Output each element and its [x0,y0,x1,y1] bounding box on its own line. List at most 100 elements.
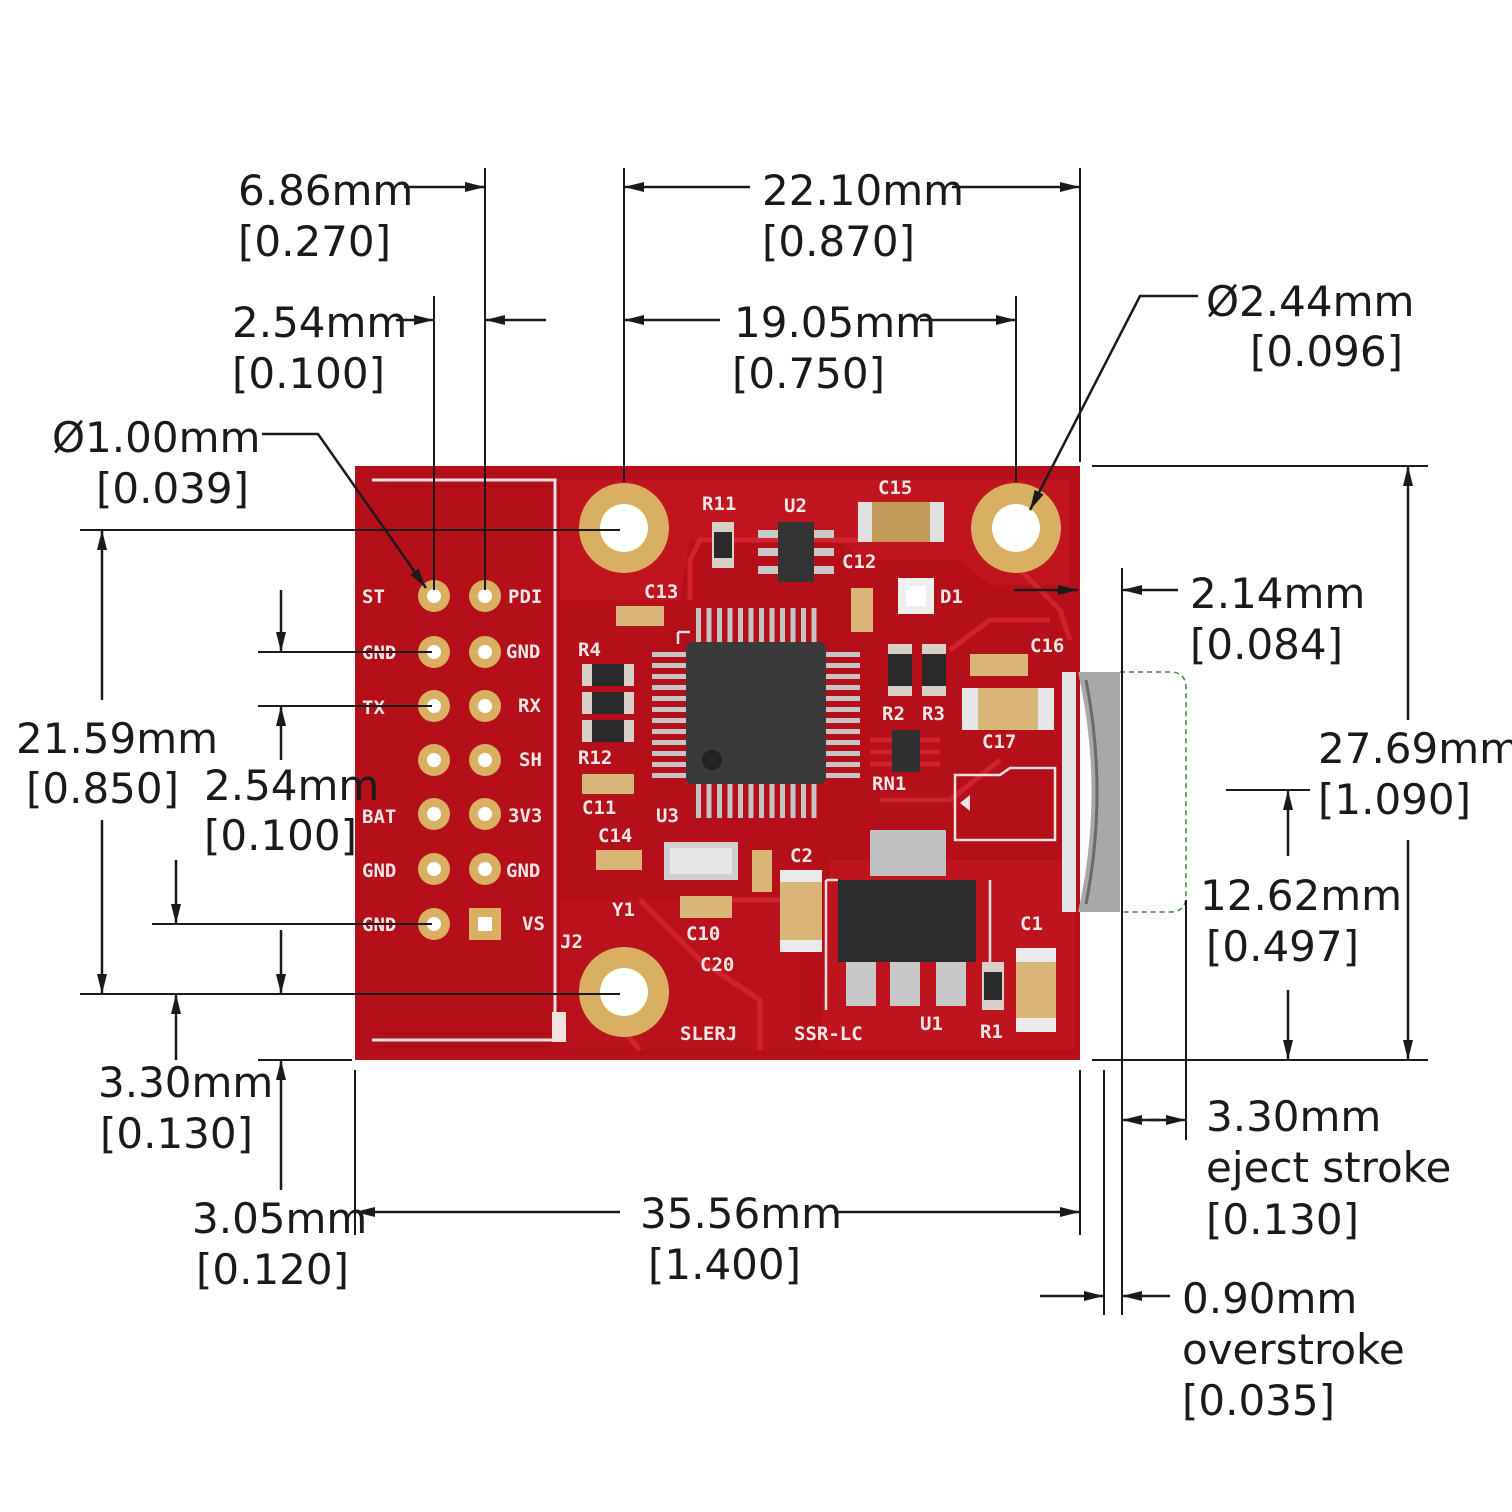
ic-lead [696,608,701,642]
dimension-labels: 6.86mm [0.270] 22.10mm [0.870] 2.54mm [0… [16,166,1512,1425]
pin-hole [478,917,492,931]
ic-lead [801,784,806,818]
ic-lead [826,740,860,745]
pin-hole [427,699,441,713]
dim-12-62-in: [0.497] [1206,922,1359,971]
ic-lead [826,696,860,701]
ref-c17: C17 [982,731,1016,753]
ic-lead [652,740,686,745]
ref-d1: D1 [940,586,963,608]
ref-r3: R3 [922,703,945,725]
ic-lead [826,652,860,657]
header-pin-labels: ST GND TX BAT GND GND PDI GND RX SH 3V3 … [362,586,545,936]
pin-label-tx: TX [362,697,385,719]
dim-eject-stroke-label: eject stroke [1206,1143,1451,1192]
ic-lead [769,784,775,818]
pin-label-vs: VS [522,913,545,935]
ic-lead [652,762,686,767]
ic-lead [727,784,733,818]
ic-lead [826,707,860,712]
dim-2-14-mm: 2.14mm [1190,569,1365,618]
dim-2-44-dia-mm: Ø2.44mm [1206,277,1414,326]
footer-label-slerj: SLERJ [680,1023,737,1045]
dim-overstroke-label: overstroke [1182,1325,1405,1374]
ic-lead [826,674,860,679]
pin-label-gnd: GND [362,860,396,882]
pin-hole [478,589,492,603]
dim-eject-stroke-in: [0.130] [1206,1195,1359,1244]
sd-card [1078,671,1187,913]
ic-lead [826,718,860,723]
ic-lead [769,608,775,642]
ic-lead [780,784,785,818]
ref-u2: U2 [784,495,807,517]
pin-label-3v3: 3V3 [508,805,542,827]
dim-2-54-top-in: [0.100] [232,349,385,398]
dimension-lines [80,168,1428,1315]
ref-rn1: RN1 [872,773,906,795]
ic-lead [738,784,743,818]
ref-r2: R2 [882,703,905,725]
dim-6-86-in: [0.270] [238,217,391,266]
ic-lead [652,696,686,701]
ic-lead [811,784,817,818]
ref-r1: R1 [980,1021,1003,1043]
dim-3-30-left-mm: 3.30mm [98,1058,273,1107]
dim-3-05-in: [0.120] [196,1245,349,1294]
ic-lead [706,784,712,818]
ic-lead [826,663,860,668]
ic-lead [826,729,860,734]
ic-lead [652,729,686,734]
ic-lead [706,608,712,642]
ic-lead [738,608,743,642]
ic-lead [652,663,686,668]
ic-lead [826,685,860,690]
ic-lead [652,751,686,756]
dim-27-69-mm: 27.69mm [1318,724,1512,773]
dim-35-56-mm: 35.56mm [640,1189,842,1238]
ic-lead [748,608,754,642]
ic-lead [652,674,686,679]
ic-lead [826,762,860,767]
ic-lead [652,718,686,723]
pin-hole [427,917,441,931]
ref-u3: U3 [656,805,679,827]
dim-1-00-dia-mm: Ø1.00mm [52,413,260,462]
dim-2-54-left-mm: 2.54mm [204,761,379,810]
ref-c13: C13 [644,581,678,603]
ref-c10: C10 [686,923,720,945]
ref-r11: R11 [702,493,736,515]
dim-35-56-in: [1.400] [648,1240,801,1289]
pin-label-pdi: PDI [508,586,542,608]
ref-y1: Y1 [612,899,635,921]
dim-overstroke-mm: 0.90mm [1182,1274,1357,1323]
pin-hole [427,862,441,876]
dim-1-00-dia-in: [0.039] [96,464,249,513]
pin-hole [427,807,441,821]
ic-lead [652,707,686,712]
ic-lead [811,608,817,642]
ic-lead [790,784,796,818]
pin-label-st: ST [362,586,385,608]
pin-hole [478,699,492,713]
ic-lead [652,685,686,690]
ic-lead [717,784,722,818]
pin-hole [478,862,492,876]
ref-c1: C1 [1020,913,1043,935]
dim-21-59-in: [0.850] [26,764,179,813]
ic-lead [801,608,806,642]
dim-21-59-mm: 21.59mm [16,714,218,763]
pin-label-rx: RX [518,695,541,717]
dim-3-30-left-in: [0.130] [100,1109,253,1158]
dim-6-86-mm: 6.86mm [238,166,413,215]
dim-22-10-in: [0.870] [762,217,915,266]
pin-label-gnd: GND [506,860,540,882]
ref-u1: U1 [920,1013,943,1035]
ref-r4: R4 [578,639,601,661]
pin-label-bat: BAT [362,806,396,828]
ic-lead [727,608,733,642]
pin-label-gnd: GND [506,641,540,663]
pin-hole [427,589,441,603]
ref-c20: C20 [700,954,734,976]
